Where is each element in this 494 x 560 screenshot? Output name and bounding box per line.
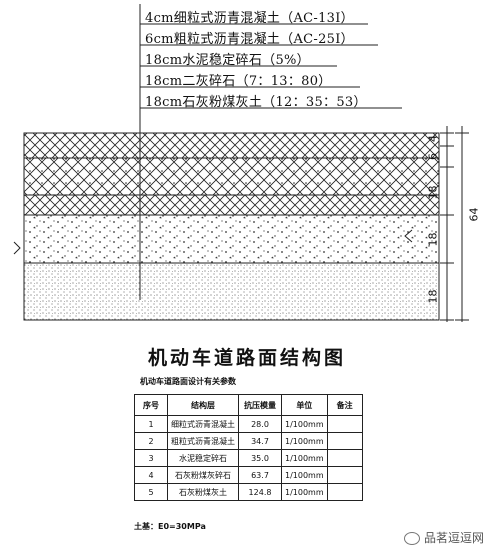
table-cell: 粗粒式沥青混凝土 — [167, 432, 239, 450]
table-cell: 1/100mm — [281, 466, 328, 484]
table-row: 5 石灰粉煤灰土 124.8 1/100mm — [134, 483, 363, 501]
table-cell — [326, 415, 363, 433]
header-cell: 单位 — [281, 394, 328, 416]
table-cell: 34.7 — [238, 432, 282, 450]
table-cell: 28.0 — [238, 415, 282, 433]
header-cell: 抗压模量 — [238, 394, 282, 416]
dim-18-c: 18 — [426, 289, 440, 304]
watermark-text: 品茗逗逗网 — [423, 531, 484, 545]
header-cell: 序号 — [134, 394, 168, 416]
table-cell: 1/100mm — [281, 415, 328, 433]
table-row: 1 细粒式沥青混凝土 28.0 1/100mm — [134, 415, 363, 433]
table-cell: 3 — [134, 449, 168, 467]
table-cell: 石灰粉煤灰土 — [167, 483, 239, 501]
table-cell — [326, 449, 363, 467]
table-cell: 63.7 — [238, 466, 282, 484]
table-caption: 机动车道路面设计有关参数 — [140, 377, 236, 386]
wechat-icon — [403, 532, 420, 545]
table-cell — [326, 466, 363, 484]
table-cell: 水泥稳定碎石 — [167, 449, 239, 467]
table-cell: 35.0 — [238, 449, 282, 467]
dimension-lines — [440, 126, 469, 322]
table-cell: 1/100mm — [281, 483, 328, 501]
table-cell: 1/100mm — [281, 432, 328, 450]
table-row: 2 粗粒式沥青混凝土 34.7 1/100mm — [134, 432, 363, 450]
dim-18-b: 18 — [426, 232, 440, 247]
table-row: 4 石灰粉煤灰碎石 63.7 1/100mm — [134, 466, 363, 484]
table-cell: 石灰粉煤灰碎石 — [167, 466, 239, 484]
header-cell: 备注 — [326, 394, 363, 416]
table-row: 3 水泥稳定碎石 35.0 1/100mm — [134, 449, 363, 467]
table-cell: 124.8 — [238, 483, 282, 501]
table-cell: 2 — [134, 432, 168, 450]
table-cell — [326, 432, 363, 450]
table-cell: 细粒式沥青混凝土 — [167, 415, 239, 433]
pavement-cross-section — [13, 132, 440, 321]
layer-label-3: 18cm水泥稳定碎石（5%） — [145, 53, 310, 68]
layer-label-4: 18cm二灰碎石（7：13：80） — [145, 74, 332, 89]
drawing-title: 机动车道路面结构图 — [147, 347, 346, 369]
table-cell — [326, 483, 363, 501]
dim-total: 64 — [467, 207, 481, 222]
dim-4: 4 — [426, 135, 440, 142]
subgrade-note: 土基：E0=30MPa — [134, 522, 206, 531]
table-cell: 1/100mm — [281, 449, 328, 467]
table-header-row: 序号 结构层 抗压模量 单位 备注 — [134, 394, 363, 416]
layer-label-1: 4cm细粒式沥青混凝土（AC-13I） — [145, 11, 354, 26]
parameter-table: 序号 结构层 抗压模量 单位 备注 1 细粒式沥青混凝土 28.0 1/100m… — [134, 394, 363, 501]
dim-6: 6 — [426, 153, 440, 160]
table-cell: 1 — [134, 415, 168, 433]
header-cell: 结构层 — [167, 394, 239, 416]
dim-18-a: 18 — [426, 185, 440, 200]
table-cell: 5 — [134, 483, 168, 501]
watermark: 品茗逗逗网 — [403, 529, 484, 546]
layer-label-2: 6cm粗粒式沥青混凝土（AC-25I） — [145, 32, 354, 47]
layer-label-5: 18cm石灰粉煤灰土（12：35：53） — [145, 95, 367, 110]
table-cell: 4 — [134, 466, 168, 484]
